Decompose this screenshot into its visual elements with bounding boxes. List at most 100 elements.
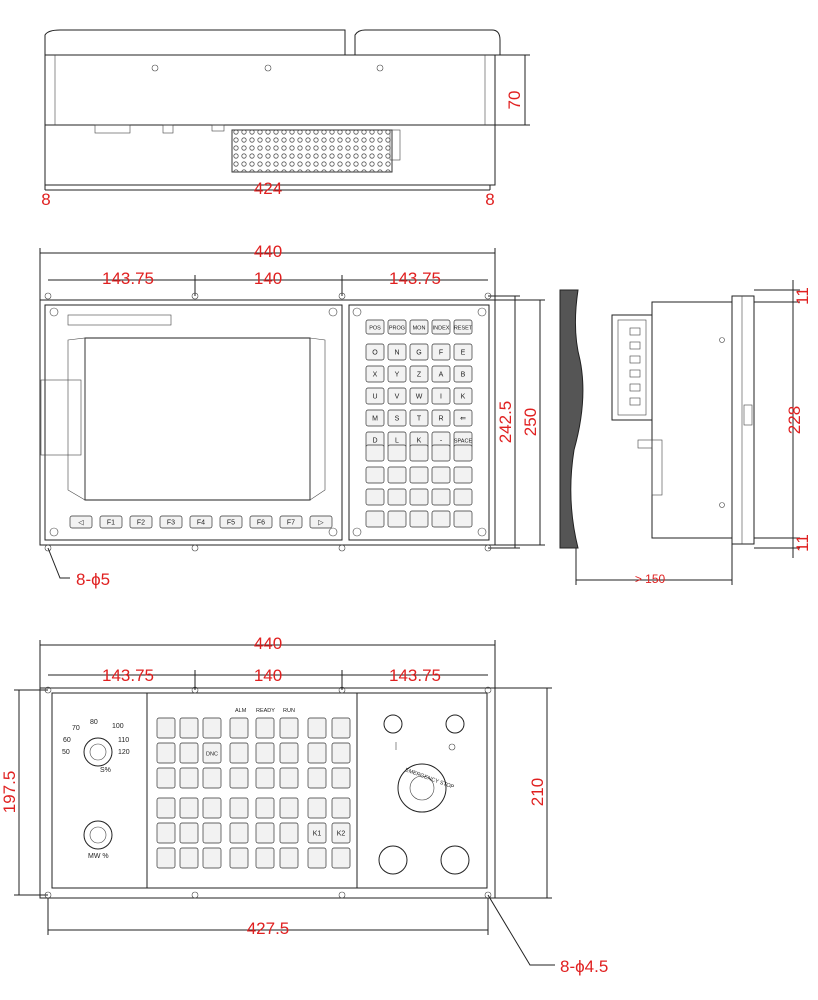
top-view bbox=[44, 29, 530, 191]
panel-key-1-6 bbox=[307, 742, 327, 764]
panel-key-3-3 bbox=[229, 797, 249, 819]
func-key-mon-cap bbox=[409, 319, 429, 335]
panel-key-1-4-cap bbox=[255, 742, 275, 764]
alpha-key-3-2-label: T bbox=[417, 416, 422, 423]
panel-key-1-1-cap bbox=[179, 742, 199, 764]
panel-key-1-3-cap bbox=[229, 742, 249, 764]
alpha-key-2-4-label: K bbox=[461, 394, 466, 401]
alpha-key-0-4-label: E bbox=[461, 350, 466, 357]
softkey-6: F6 bbox=[249, 515, 273, 529]
bottom-dim-seg-left: 143.75 bbox=[102, 666, 154, 685]
softkey-0-cap bbox=[69, 515, 93, 529]
num-key-2-3 bbox=[431, 488, 451, 506]
num-key-3-3 bbox=[431, 510, 451, 528]
panel-key-3-5-cap bbox=[279, 797, 299, 819]
panel-key-4-7: K2 bbox=[331, 822, 351, 844]
panel-key-3-4 bbox=[255, 797, 275, 819]
num-key-2-0 bbox=[365, 488, 385, 506]
front-dim-total-height: 250 bbox=[521, 408, 540, 436]
func-key-prog-cap bbox=[387, 319, 407, 335]
alpha-key-4-3-label: - bbox=[440, 438, 443, 445]
spindle-dial-tick: 120 bbox=[118, 749, 130, 756]
alpha-key-3-2-cap bbox=[409, 409, 429, 427]
panel-key-4-6: K1 bbox=[307, 822, 327, 844]
alpha-key-0-0-label: O bbox=[372, 350, 378, 357]
num-key-1-3 bbox=[431, 466, 451, 484]
panel-key-0-7 bbox=[331, 717, 351, 739]
alpha-key-2-1-cap bbox=[387, 387, 407, 405]
func-key-reset: RESET bbox=[453, 319, 473, 335]
alpha-key-4-2-label: K bbox=[417, 438, 422, 445]
panel-key-2-6 bbox=[307, 767, 327, 789]
alpha-key-3-2: T bbox=[409, 409, 429, 427]
alpha-key-1-0: X bbox=[365, 365, 385, 383]
num-key-3-1 bbox=[387, 510, 407, 528]
panel-key-3-2-cap bbox=[202, 797, 222, 819]
bottom-dim-total-height: 210 bbox=[528, 778, 547, 806]
spindle-dial-tick: 80 bbox=[90, 719, 98, 726]
panel-key-3-6-cap bbox=[307, 797, 327, 819]
softkey-8: ▷ bbox=[309, 515, 333, 529]
panel-key-0-0-cap bbox=[156, 717, 176, 739]
softkey-4: F4 bbox=[189, 515, 213, 529]
softkey-5-cap bbox=[219, 515, 243, 529]
softkey-0-label: ◁ bbox=[78, 520, 84, 527]
softkey-7: F7 bbox=[279, 515, 303, 529]
led-label-run: RUN bbox=[283, 708, 295, 714]
num-key-1-0 bbox=[365, 466, 385, 484]
panel-key-4-0 bbox=[156, 822, 176, 844]
bottom-dim-width: 427.5 bbox=[247, 919, 290, 938]
panel-key-0-1 bbox=[179, 717, 199, 739]
alpha-key-2-2: W bbox=[409, 387, 429, 405]
softkey-7-label: F7 bbox=[287, 520, 295, 527]
panel-key-0-1-cap bbox=[179, 717, 199, 739]
panel-key-2-3 bbox=[229, 767, 249, 789]
alpha-key-1-4: B bbox=[453, 365, 473, 383]
alpha-key-1-1: Y bbox=[387, 365, 407, 383]
front-view bbox=[39, 248, 545, 579]
panel-key-2-0-cap bbox=[156, 767, 176, 789]
alpha-key-1-4-cap bbox=[453, 365, 473, 383]
num-key-3-2 bbox=[409, 510, 429, 528]
num-key-3-4-cap bbox=[453, 510, 473, 528]
panel-key-1-2-label: DNC bbox=[206, 752, 218, 758]
panel-key-2-5 bbox=[279, 767, 299, 789]
side-dim-depth: > 150 bbox=[635, 572, 666, 586]
num-key-2-3-cap bbox=[431, 488, 451, 506]
alpha-key-2-0-label: U bbox=[372, 394, 377, 401]
panel-key-1-6-cap bbox=[307, 742, 327, 764]
alpha-key-3-1: S bbox=[387, 409, 407, 427]
panel-key-2-6-cap bbox=[307, 767, 327, 789]
spindle-dial-tick: 100 bbox=[112, 723, 124, 730]
panel-key-3-0-cap bbox=[156, 797, 176, 819]
led-label-ready: READY bbox=[256, 708, 275, 714]
panel-key-1-2-cap bbox=[202, 742, 222, 764]
panel-key-5-0-cap bbox=[156, 847, 176, 869]
num-key-1-2 bbox=[409, 466, 429, 484]
alpha-key-1-3-label: A bbox=[439, 372, 444, 379]
alpha-key-0-2-cap bbox=[409, 343, 429, 361]
panel-key-5-2 bbox=[202, 847, 222, 869]
func-key-pos: POS bbox=[365, 319, 385, 335]
side-dim-top: 11 bbox=[793, 287, 812, 305]
softkey-6-label: F6 bbox=[257, 520, 265, 527]
softkey-1-cap bbox=[99, 515, 123, 529]
panel-key-4-2 bbox=[202, 822, 222, 844]
num-key-1-0-cap bbox=[365, 466, 385, 484]
panel-key-5-5 bbox=[279, 847, 299, 869]
panel-key-0-5 bbox=[279, 717, 299, 739]
alpha-key-2-0-cap bbox=[365, 387, 385, 405]
top-dim-width: 424 bbox=[254, 179, 282, 198]
softkey-4-cap bbox=[189, 515, 213, 529]
num-key-0-1-cap bbox=[387, 444, 407, 462]
num-key-1-4-cap bbox=[453, 466, 473, 484]
alpha-key-0-3-cap bbox=[431, 343, 451, 361]
alpha-key-1-0-cap bbox=[365, 365, 385, 383]
alpha-key-4-0-label: D bbox=[372, 438, 377, 445]
func-key-index-cap bbox=[431, 319, 451, 335]
num-key-1-3-cap bbox=[431, 466, 451, 484]
num-key-3-1-cap bbox=[387, 510, 407, 528]
softkey-2-cap bbox=[129, 515, 153, 529]
panel-key-1-4 bbox=[255, 742, 275, 764]
